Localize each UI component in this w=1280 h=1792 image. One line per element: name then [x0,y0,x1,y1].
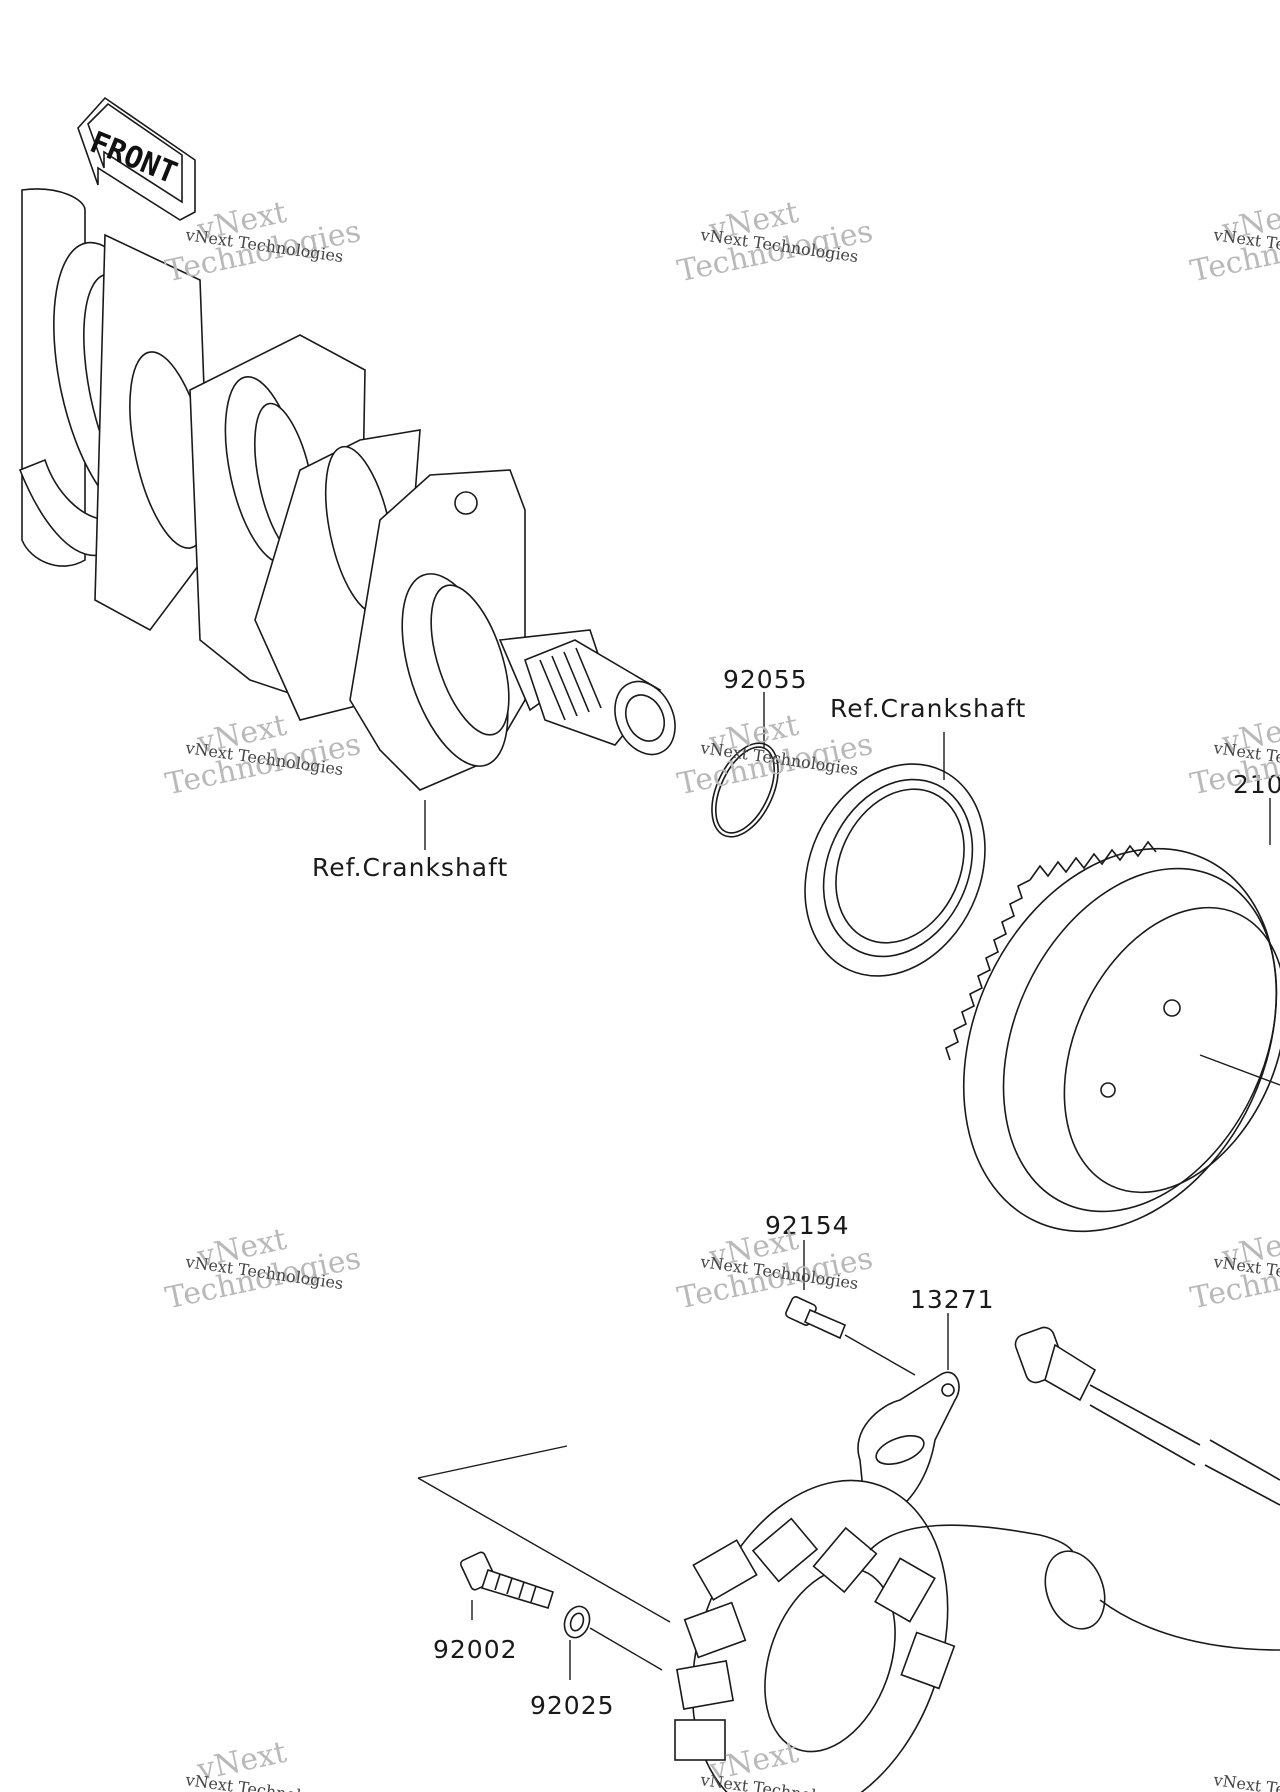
crankshaft-drawing [18,188,676,791]
label-ref-crankshaft-seal: Ref.Crankshaft [830,694,1026,723]
label-210: 210 [1233,770,1280,799]
label-13271: 13271 [910,1285,995,1314]
bolt-92154 [785,1296,916,1376]
oil-seal [804,763,986,977]
front-arrow-marker: FRONT [77,96,196,221]
wire-connector [1014,1326,1280,1506]
stator [674,1479,1280,1792]
label-ref-crankshaft-main: Ref.Crankshaft [312,853,508,882]
watermark-12-small: vNext Technologies [1211,1770,1280,1792]
label-92154: 92154 [765,1211,850,1240]
oring-92055 [711,742,779,838]
washer-92025 [563,1605,663,1671]
stator-group-bracket [417,1445,671,1623]
label-92002: 92002 [433,1635,518,1664]
label-92025: 92025 [530,1691,615,1720]
bolt-92002 [459,1551,554,1609]
label-92055: 92055 [723,665,808,694]
flywheel [945,840,1280,1233]
